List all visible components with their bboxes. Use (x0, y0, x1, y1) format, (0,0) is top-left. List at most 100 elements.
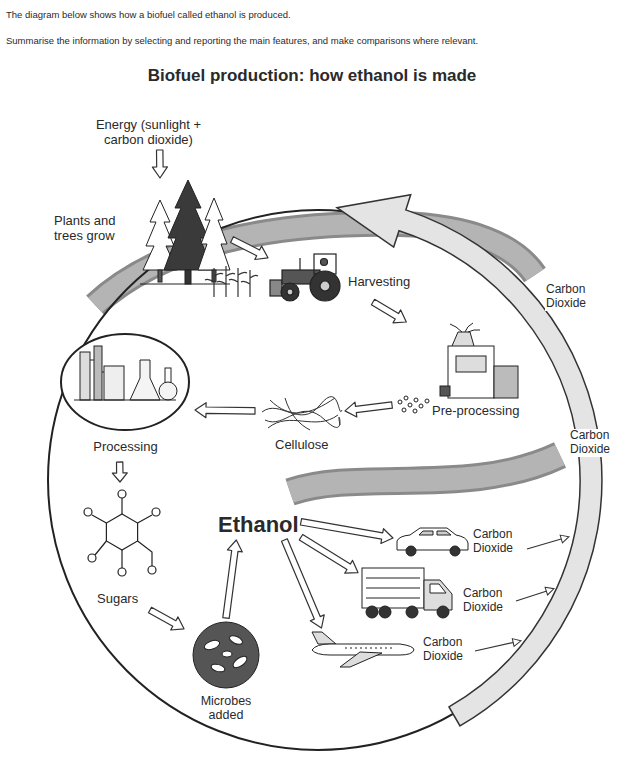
carbon-dioxide-label: Carbon Dioxide (545, 283, 599, 311)
corn-icon (205, 266, 258, 297)
processing-plant-part (80, 352, 90, 400)
microbes-icon-part (222, 651, 232, 657)
instruction-text: Summarise the information by selecting a… (6, 36, 478, 47)
pre-processing-machine-part (456, 356, 486, 372)
truck-icon-part (406, 606, 418, 618)
cellulose-fibres (262, 397, 342, 430)
emission-arrows-part (527, 537, 568, 549)
processing-plant-part (61, 334, 189, 430)
flow-arrow (149, 607, 185, 630)
road-band-part (290, 455, 560, 492)
stage-label: Processing (58, 440, 193, 455)
pre-processing-machine-part (452, 332, 474, 346)
tractor-icon-part (321, 259, 328, 266)
truck-icon-part (379, 606, 391, 618)
flow-arrow (223, 540, 243, 618)
emission-arrows-part (475, 641, 520, 651)
corn-icon-part (241, 270, 258, 297)
processing-plant-part (159, 382, 177, 400)
pre-processing-machine-part (448, 346, 494, 398)
stage-node: Processing (58, 332, 195, 462)
truck-icon-part (437, 606, 449, 618)
tractor-icon-part (270, 280, 282, 296)
pre-processing-machine-part (440, 386, 450, 396)
stage-label: Pre-processing (432, 404, 519, 419)
pre-processing-machine (398, 323, 518, 413)
pre-processing-machine-part (398, 400, 402, 404)
pre-processing-machine-part (404, 396, 408, 400)
sugar-molecule-part (92, 498, 152, 568)
stage-node: Carbon Dioxide (358, 563, 518, 627)
microbes-icon-part (228, 634, 244, 646)
plane-icon-part (340, 652, 382, 667)
processing-plant (61, 334, 189, 430)
sugar-molecule-part (118, 490, 126, 498)
sugar-molecule (84, 490, 160, 576)
tractor-icon (270, 254, 340, 301)
sugar-molecule-part (88, 554, 96, 562)
corn-icon-part (205, 268, 223, 297)
sugar-molecule-part (84, 508, 92, 516)
stage-node: Harvesting (268, 250, 418, 302)
tractor-icon-part (281, 283, 299, 301)
stage-label: Carbon Dioxide (463, 587, 515, 615)
stage-node: Sugars (75, 482, 175, 610)
trees-icon (140, 180, 230, 284)
stage-node: Carbon Dioxide (393, 526, 528, 566)
pre-processing-machine-part (419, 404, 423, 408)
microbes-icon-part (203, 639, 221, 652)
plane-icon-part (345, 648, 395, 649)
car-icon-part (406, 546, 416, 556)
stage-node: Microbes added (184, 618, 268, 726)
stage-label: Ethanol (218, 512, 301, 537)
microbes-icon-part (210, 663, 225, 673)
processing-plant-part (94, 346, 102, 400)
stage-label: Energy (sunlight + carbon dioxide) (86, 118, 211, 148)
flow-arrow (112, 462, 127, 482)
corn-icon-part (217, 266, 235, 297)
emission-arrows-part (516, 589, 553, 601)
stage-node: Energy (sunlight + carbon dioxide) (86, 118, 213, 150)
trees-icon-part (158, 270, 162, 282)
sugar-molecule-part (106, 514, 137, 550)
corn-icon-part (229, 268, 247, 297)
stage-node: Ethanol (218, 512, 301, 540)
trees-icon-part (140, 284, 230, 285)
processing-plant-part (130, 360, 160, 400)
tractor-icon-part (320, 281, 330, 291)
pre-processing-machine-part (494, 366, 518, 398)
instruction-text: The diagram below shows how a biofuel ca… (6, 10, 291, 21)
processing-plant-part (102, 372, 104, 373)
truck-icon-part (366, 606, 378, 618)
flow-arrow (371, 299, 406, 323)
stage-node: Plants and trees grow (52, 178, 232, 290)
plane-icon-part (312, 632, 336, 644)
truck-icon-part (430, 584, 446, 593)
tractor-icon-part (287, 289, 293, 295)
tractor-icon-part (310, 271, 340, 301)
truck-icon-part (362, 568, 424, 608)
microbes-icon-part (193, 622, 259, 688)
pre-processing-machine-part (425, 399, 429, 403)
stage-node: Cellulose (255, 392, 345, 455)
truck-icon-part (366, 578, 420, 579)
stage-node: Pre-processing (392, 322, 535, 422)
sugar-molecule-part (118, 568, 126, 576)
flow-arrow (195, 403, 255, 418)
stage-node: Carbon Dioxide (308, 628, 477, 670)
stage-label: Sugars (97, 592, 138, 607)
car-icon (397, 528, 468, 556)
stage-label: Carbon Dioxide (423, 636, 475, 664)
stage-label: Cellulose (275, 438, 328, 453)
flow-arrow (299, 535, 358, 574)
diagram-title: Biofuel production: how ethanol is made (0, 66, 624, 86)
sugar-molecule-part (148, 566, 156, 574)
pre-processing-machine-part (413, 409, 417, 413)
pre-processing-machine-part (408, 403, 412, 407)
flow-arrow (231, 237, 268, 260)
flow-arrow (152, 150, 167, 178)
stage-label: Harvesting (348, 275, 410, 290)
plane-icon (312, 632, 414, 667)
microbes-icon-part (231, 654, 249, 670)
